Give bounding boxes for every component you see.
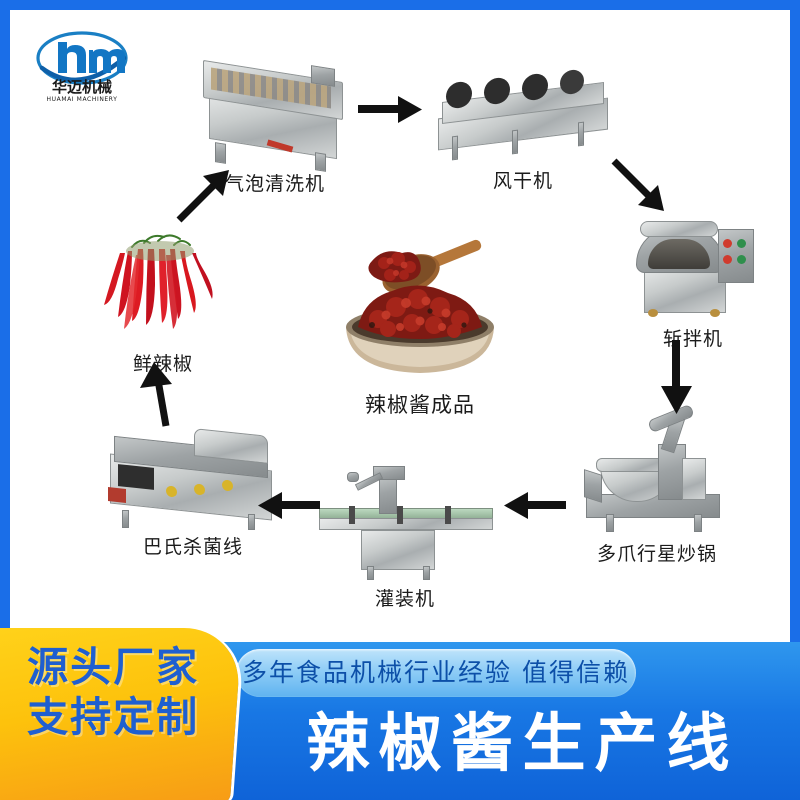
flow-node-label: 辣椒酱成品 xyxy=(365,393,475,417)
flow-node-finished-product: 辣椒酱成品 xyxy=(320,235,520,419)
flow-node-label: 多爪行星炒锅 xyxy=(596,543,717,565)
arrow-filler-to-pasteurizer xyxy=(258,488,320,524)
flow-node-label: 灌装机 xyxy=(374,588,435,610)
pasteurization-line-art xyxy=(98,418,288,530)
banner-tagline-text: 多年食品机械行业经验 值得信赖 xyxy=(242,658,630,687)
banner-headline: 辣椒酱生产线 xyxy=(306,707,739,780)
banner-tagline-pill: 多年食品机械行业经验 值得信赖 xyxy=(236,649,636,697)
logo-chinese-name: 华迈机械 xyxy=(52,78,112,96)
flow-node-bubble-washer: 气泡清洗机 xyxy=(195,55,355,196)
banner-yellow-panel: 源头厂家 支持定制 xyxy=(0,628,243,800)
banner-yellow-line-2: 支持定制 xyxy=(27,693,200,742)
flow-node-label: 风干机 xyxy=(492,170,553,192)
air-drying-machine-art xyxy=(428,62,618,162)
logo-mark-icon: 华迈机械 HUAMAI MACHINERY xyxy=(36,31,128,103)
flow-node-label: 巴氏杀菌线 xyxy=(142,536,243,558)
bottle-filling-machine-art xyxy=(315,450,495,580)
bottom-banner: 多年食品机械行业经验 值得信赖 辣椒酱生产线 源头厂家 支持定制 xyxy=(0,620,800,800)
chili-sauce-bowl-with-spoon-art xyxy=(320,235,520,385)
flow-node-filling-machine: 灌装机 xyxy=(315,450,495,611)
flow-node-label: 鲜辣椒 xyxy=(132,353,193,375)
planetary-cooking-wok-art xyxy=(562,403,752,535)
huamai-machinery-logo: 华迈机械 HUAMAI MACHINERY xyxy=(28,28,136,106)
arrow-dryer-to-chopper xyxy=(608,155,672,219)
fresh-red-chili-peppers-art xyxy=(88,225,238,345)
flow-node-pasteurizer: 巴氏杀菌线 xyxy=(98,418,288,559)
arrow-pasteurizer-to-chili xyxy=(138,360,184,428)
banner-yellow-line-1: 源头厂家 xyxy=(27,643,200,691)
arrow-chopper-to-wok xyxy=(655,340,699,416)
arrow-chili-to-washer xyxy=(173,162,237,226)
bowl-chopper-machine-art xyxy=(618,205,768,320)
logo-english-name: HUAMAI MACHINERY xyxy=(47,96,118,103)
arrow-washer-to-dryer xyxy=(358,92,424,128)
flow-node-label: 气泡清洗机 xyxy=(224,173,325,195)
bubble-washing-machine-art xyxy=(195,55,355,172)
flow-node-fresh-chili: 鲜辣椒 xyxy=(88,225,238,376)
flow-node-bowl-chopper: 斩拌机 xyxy=(618,205,768,351)
arrow-wok-to-filler xyxy=(504,488,566,524)
flow-node-planetary-wok: 多爪行星炒锅 xyxy=(562,403,752,566)
flow-node-air-dryer: 风干机 xyxy=(428,62,618,193)
